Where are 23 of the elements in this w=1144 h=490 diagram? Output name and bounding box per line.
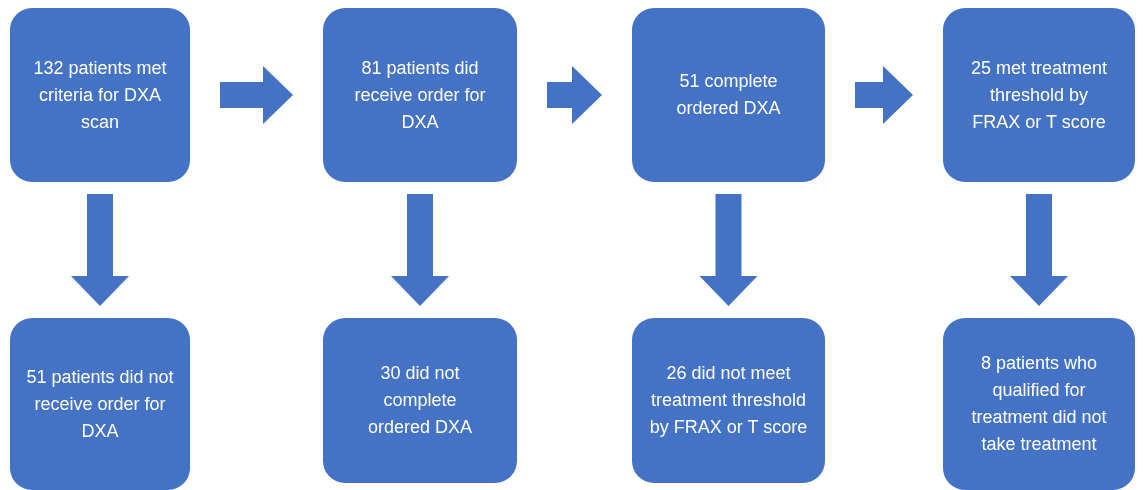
block-arrow xyxy=(699,194,758,306)
process-box xyxy=(943,318,1135,490)
box-text: 8 patients who qualified for treatment did not take treatment xyxy=(970,352,1108,456)
block-arrow xyxy=(1010,194,1068,306)
box-text: 30 did not complete ordered DXA xyxy=(366,362,474,439)
process-box xyxy=(943,8,1135,182)
process-box xyxy=(323,318,517,483)
box-text: 51 complete ordered DXA xyxy=(675,70,782,120)
block-arrow xyxy=(71,194,129,306)
block-arrow xyxy=(391,194,449,306)
process-box xyxy=(10,8,190,182)
box-text: 132 patients met criteria for DXA scan xyxy=(32,56,168,134)
block-arrow xyxy=(220,66,293,124)
process-box xyxy=(323,8,517,182)
block-arrow xyxy=(855,66,913,124)
process-box xyxy=(632,8,825,182)
box-text: 81 patients did receive order for DXA xyxy=(353,56,487,134)
process-box xyxy=(632,318,825,483)
box-text: 25 met treatment threshold by FRAX or T score xyxy=(969,56,1109,134)
box-text: 51 patients did not receive order for DXA xyxy=(25,365,175,443)
process-box xyxy=(10,318,190,490)
block-arrow xyxy=(547,66,602,124)
box-text: 26 did not meet treatment threshold by FRAX or T score xyxy=(648,362,809,439)
